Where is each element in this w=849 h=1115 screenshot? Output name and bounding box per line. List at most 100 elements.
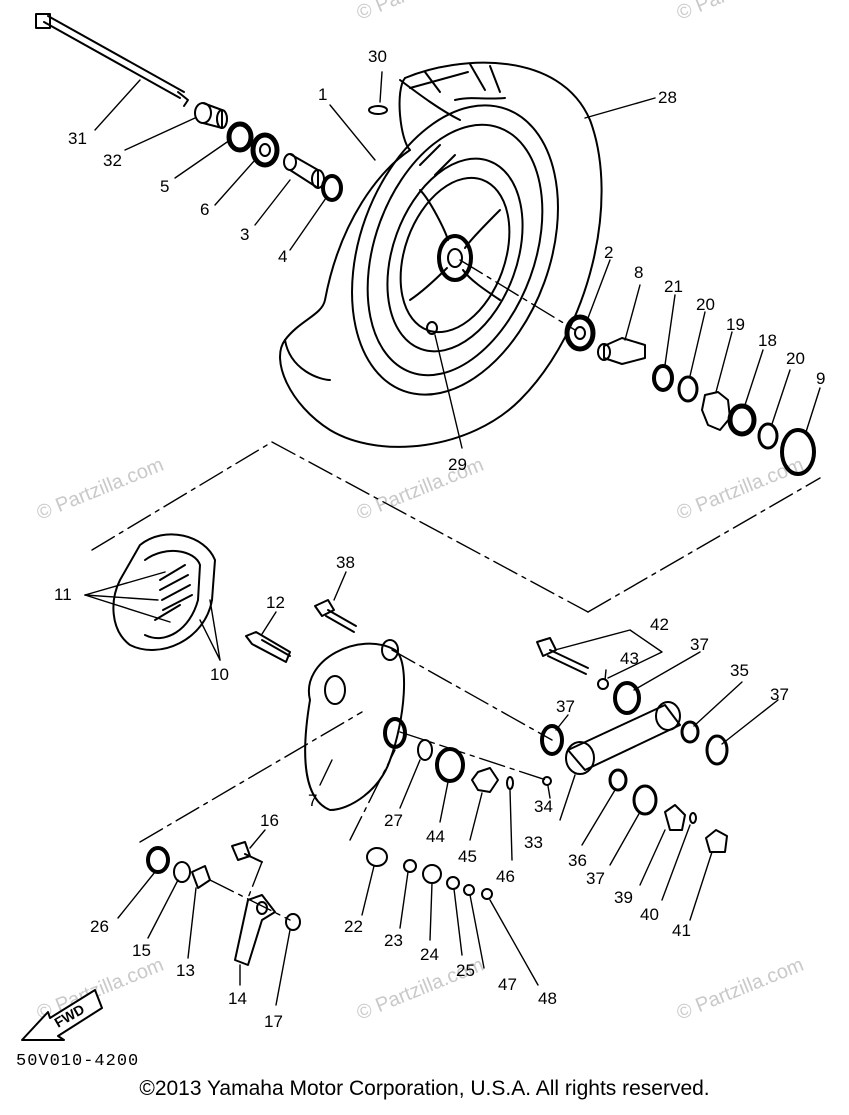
watermark-top-center: © Partzilla.com xyxy=(354,0,487,25)
callout: 4 xyxy=(278,247,287,266)
callout: 34 xyxy=(534,797,553,816)
tension-rod xyxy=(565,701,681,775)
callout: 37 xyxy=(690,635,709,654)
callout: 7 xyxy=(308,791,317,810)
watermark-bottom-left: © Partzilla.com xyxy=(34,954,167,1025)
callout: 27 xyxy=(384,811,403,830)
callout: 21 xyxy=(664,277,683,296)
bearing xyxy=(250,132,280,168)
callout: 17 xyxy=(264,1012,283,1031)
callout-numbers: 30 1 28 31 32 5 6 3 4 2 8 21 20 19 18 20… xyxy=(54,47,825,1031)
callout: 23 xyxy=(384,931,403,950)
callout: 5 xyxy=(160,177,169,196)
callout: 47 xyxy=(498,975,517,994)
nut-43 xyxy=(597,678,609,690)
callout: 1 xyxy=(318,85,327,104)
cotter-pin-46 xyxy=(506,776,514,790)
callout: 9 xyxy=(816,369,825,388)
collar-36 xyxy=(608,768,628,792)
callout: 30 xyxy=(368,47,387,66)
grommet-37-right xyxy=(705,734,729,766)
callout: 33 xyxy=(524,833,543,852)
watermark-top-right: © Partzilla.com xyxy=(674,0,807,25)
washer-2 xyxy=(757,422,779,450)
grommet-37-left xyxy=(540,724,564,756)
callout: 32 xyxy=(103,151,122,170)
callout: 20 xyxy=(696,295,715,314)
leader-lines xyxy=(84,71,821,1006)
diagram-code: 50V010-4200 xyxy=(16,1052,139,1071)
callout: 35 xyxy=(730,661,749,680)
callout: 19 xyxy=(726,315,745,334)
collar-35 xyxy=(680,720,700,744)
callout: 25 xyxy=(456,961,475,980)
collar xyxy=(194,102,228,129)
callout: 36 xyxy=(568,851,587,870)
spacer-flange xyxy=(321,174,343,202)
callout: 2 xyxy=(604,243,613,262)
brake-shoes xyxy=(112,533,216,651)
callout: 20 xyxy=(786,349,805,368)
callout: 8 xyxy=(634,263,643,282)
callout: 44 xyxy=(426,827,445,846)
brake-cam-lever xyxy=(234,894,276,966)
nut-17 xyxy=(285,913,301,931)
nut-45 xyxy=(471,767,499,793)
callout: 42 xyxy=(650,615,669,634)
callout: 46 xyxy=(496,867,515,886)
callout: 18 xyxy=(758,331,777,350)
nut-39 xyxy=(664,804,686,831)
collar-44 xyxy=(435,747,465,783)
seal-15 xyxy=(173,861,191,883)
callout: 11 xyxy=(54,585,72,604)
callout: 6 xyxy=(200,200,209,219)
callout: 37 xyxy=(556,697,575,716)
callout: 31 xyxy=(68,129,87,148)
brake-camshaft xyxy=(245,631,291,663)
hub-collar xyxy=(597,337,646,365)
nut xyxy=(727,403,757,437)
bearing-right xyxy=(564,314,596,352)
axle xyxy=(35,13,189,107)
callout: 39 xyxy=(614,888,633,907)
callout: 24 xyxy=(420,945,439,964)
washer-27 xyxy=(417,739,433,761)
callout: 38 xyxy=(336,553,355,572)
callout: 13 xyxy=(176,961,195,980)
forward-arrow-icon xyxy=(21,989,103,1041)
watermark-layer: © Partzilla.com © Partzilla.com © Partzi… xyxy=(34,0,807,1025)
callout: 41 xyxy=(672,921,691,940)
oil-seal xyxy=(226,121,254,153)
washer xyxy=(677,375,699,403)
watermark-left: © Partzilla.com xyxy=(34,454,167,525)
callout: 29 xyxy=(448,455,467,474)
callout: 16 xyxy=(260,811,279,830)
valve xyxy=(368,105,388,115)
clip-48 xyxy=(481,888,493,900)
callout: 48 xyxy=(538,989,557,1008)
callout: 45 xyxy=(458,847,477,866)
spring-23 xyxy=(403,859,417,873)
callout: 37 xyxy=(586,869,605,888)
bolt-38 xyxy=(314,599,357,633)
callout: 26 xyxy=(90,917,109,936)
reference-lines xyxy=(91,259,821,921)
wear-indicator-26 xyxy=(146,846,170,874)
joint-22 xyxy=(366,847,388,867)
washer-25 xyxy=(446,876,460,890)
plate-13 xyxy=(191,865,211,889)
lock-washer xyxy=(701,391,731,431)
bolt-34 xyxy=(542,776,552,786)
grommet-37-upper xyxy=(613,681,641,715)
seal-ring xyxy=(780,428,816,476)
pin-40 xyxy=(689,812,697,824)
grommet-37-lower xyxy=(632,784,658,816)
callout: 3 xyxy=(240,225,249,244)
cap-41 xyxy=(705,829,728,853)
pin-24 xyxy=(422,864,442,884)
callout: 10 xyxy=(210,665,229,684)
callout: 43 xyxy=(620,649,639,668)
callout: 28 xyxy=(658,88,677,107)
valve-stem xyxy=(426,321,438,335)
